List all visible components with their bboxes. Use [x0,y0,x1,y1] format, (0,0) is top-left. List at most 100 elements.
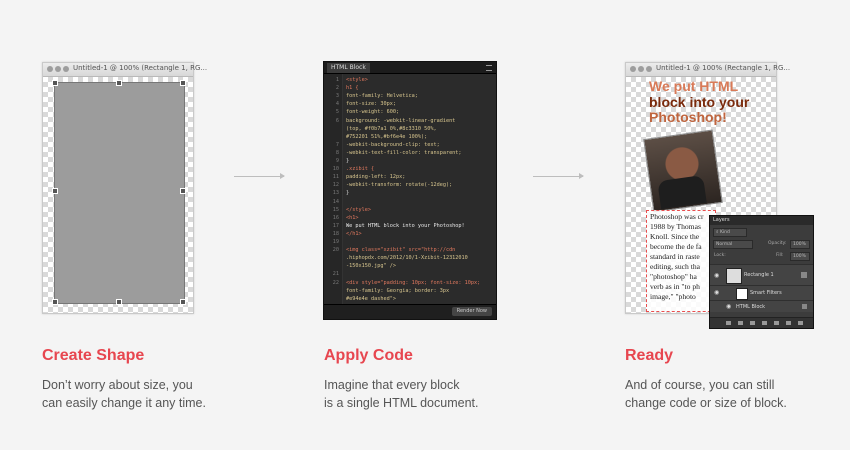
code-line: 16<h1> [324,214,496,223]
filter-mask-thumbnail [736,288,748,300]
code-line: .hiphopdx.com/2012/10/1-Xzibit-12312010 [324,254,496,263]
fill-label: Fill: [776,253,784,258]
code-text: -webkit-text-fill-color: transparent; [346,149,462,156]
code-line: 6 background: -webkit-linear-gradient [324,117,496,126]
code-text: -150x150.jpg" /> [346,263,396,270]
code-text: We put HTML block into your Photoshop! [346,222,465,229]
paragraph-line: "photoshop" ha [650,272,697,281]
code-line: 18</h1> [324,230,496,239]
code-text: font-family: Helvetica; [346,93,418,100]
code-text: h1 { [346,85,359,92]
code-line: 20<img class="xzibit" src="http://cdn [324,246,496,255]
line-number: 11 [332,174,339,181]
code-text: font-weight: 600; [346,109,400,116]
code-text: .hiphopdx.com/2012/10/1-Xzibit-12312010 [346,255,468,262]
step1-heading: Create Shape [42,347,145,364]
code-line: 13 } [324,189,496,198]
render-now-button[interactable]: Render Now [451,307,492,316]
code-line: #752201 51%,#bf6e4e 100%); [324,133,496,142]
close-window-icon[interactable] [630,66,636,72]
fx-icon[interactable] [738,321,743,325]
resize-handle-bottom-right[interactable] [180,299,186,305]
line-number: 14 [332,198,339,205]
paragraph-line: standard in raste [650,252,700,261]
line-number: 12 [332,182,339,189]
line-number: 8 [335,149,339,156]
code-text: .xzibit { [346,166,375,173]
code-line: 9 } [324,157,496,166]
code-text: padding-left: 12px; [346,174,406,181]
step1-description-line1: Don’t worry about size, you [42,378,193,392]
blend-mode-select[interactable]: Normal [713,240,753,249]
line-number: 10 [332,166,339,173]
step2-description-line2: is a single HTML document. [324,396,479,410]
resize-handle-bottom[interactable] [116,299,122,305]
adjustment-layer-icon[interactable] [762,321,767,325]
code-line: 17 We put HTML block into your Photoshop… [324,222,496,231]
opacity-input[interactable]: 100% [790,240,810,249]
step3-description-line2: change code or size of block. [625,396,787,410]
link-layers-icon[interactable] [726,321,731,325]
line-number-gutter [324,74,343,305]
code-editor[interactable]: 1<style>2 h1 {3 font-family: Helvetica;4… [324,74,496,305]
step2-heading: Apply Code [324,347,413,364]
layer-name: Rectangle 1 [744,272,774,278]
step3-description-line1: And of course, you can still [625,378,775,392]
step1-window-title: Untitled-1 @ 100% (Rectangle 1, RG... [73,64,208,72]
code-text: </style> [346,206,371,213]
new-layer-icon[interactable] [786,321,791,325]
kind-filter-label: Kind [719,230,730,235]
panel-menu-icon[interactable] [486,65,492,71]
minimize-window-icon[interactable] [638,66,644,72]
trash-icon[interactable] [798,321,803,325]
resize-handle-top-left[interactable] [52,80,58,86]
visibility-eye-icon[interactable]: ◉ [714,289,720,296]
code-line: 5 font-weight: 600; [324,108,496,117]
layers-panel: Layers ⌕ Kind Normal Opacity: 100% Lock:… [709,215,814,329]
code-text: -webkit-background-clip: text; [346,141,440,148]
arrow-right-icon [234,173,285,179]
panel-tabbar: HTML Block [324,62,496,74]
filter-options-icon[interactable] [802,304,807,309]
gray-rectangle-shape[interactable] [54,82,185,304]
code-line: -150x150.jpg" /> [324,262,496,271]
resize-handle-bottom-left[interactable] [52,299,58,305]
minimize-window-icon[interactable] [55,66,61,72]
zoom-window-icon[interactable] [63,66,69,72]
paragraph-line: verb as in "to ph [650,282,700,291]
layers-tab[interactable]: Layers [713,217,730,223]
code-text: font-family: Georgia; border: 3px [346,287,450,294]
html-block-tab[interactable]: HTML Block [327,63,370,73]
kind-filter-select[interactable]: ⌕ Kind [713,228,747,237]
layer-row-smart-filters[interactable]: ◉ Smart Filters [710,285,813,300]
zoom-window-icon[interactable] [646,66,652,72]
resize-handle-left[interactable] [52,188,58,194]
code-line: 21 [324,270,496,279]
code-line: 4 font-size: 30px; [324,100,496,109]
blend-mode-value: Normal [716,242,733,247]
resize-handle-right[interactable] [180,188,186,194]
visibility-eye-icon[interactable]: ◉ [714,272,720,279]
close-window-icon[interactable] [47,66,53,72]
new-group-icon[interactable] [774,321,779,325]
resize-handle-top-right[interactable] [180,80,186,86]
fill-input[interactable]: 100% [790,252,810,261]
visibility-eye-icon[interactable]: ◉ [726,303,732,310]
code-text: #e94e4e dashed"> [346,295,396,302]
opacity-label: Opacity: [768,241,787,246]
smart-filters-label: Smart Filters [750,290,782,296]
layer-row-html-block-filter[interactable]: ◉ HTML Block [710,300,813,312]
code-text: } [346,190,350,197]
paragraph-line: 1988 by Thomas [650,222,701,231]
line-number: 20 [332,247,339,254]
resize-handle-top[interactable] [116,80,122,86]
code-line: 15</style> [324,206,496,215]
line-number: 7 [335,141,339,148]
paragraph-line: image," "photo [650,292,696,301]
code-text: font-size: 30px; [346,101,396,108]
layer-row-rectangle[interactable]: ◉ Rectangle 1 [710,264,813,285]
add-mask-icon[interactable] [750,321,755,325]
line-number: 22 [332,279,339,286]
opacity-value: 100% [793,242,806,247]
code-line: (top, #f0b7a1 0%,#8c3310 50%, [324,125,496,134]
